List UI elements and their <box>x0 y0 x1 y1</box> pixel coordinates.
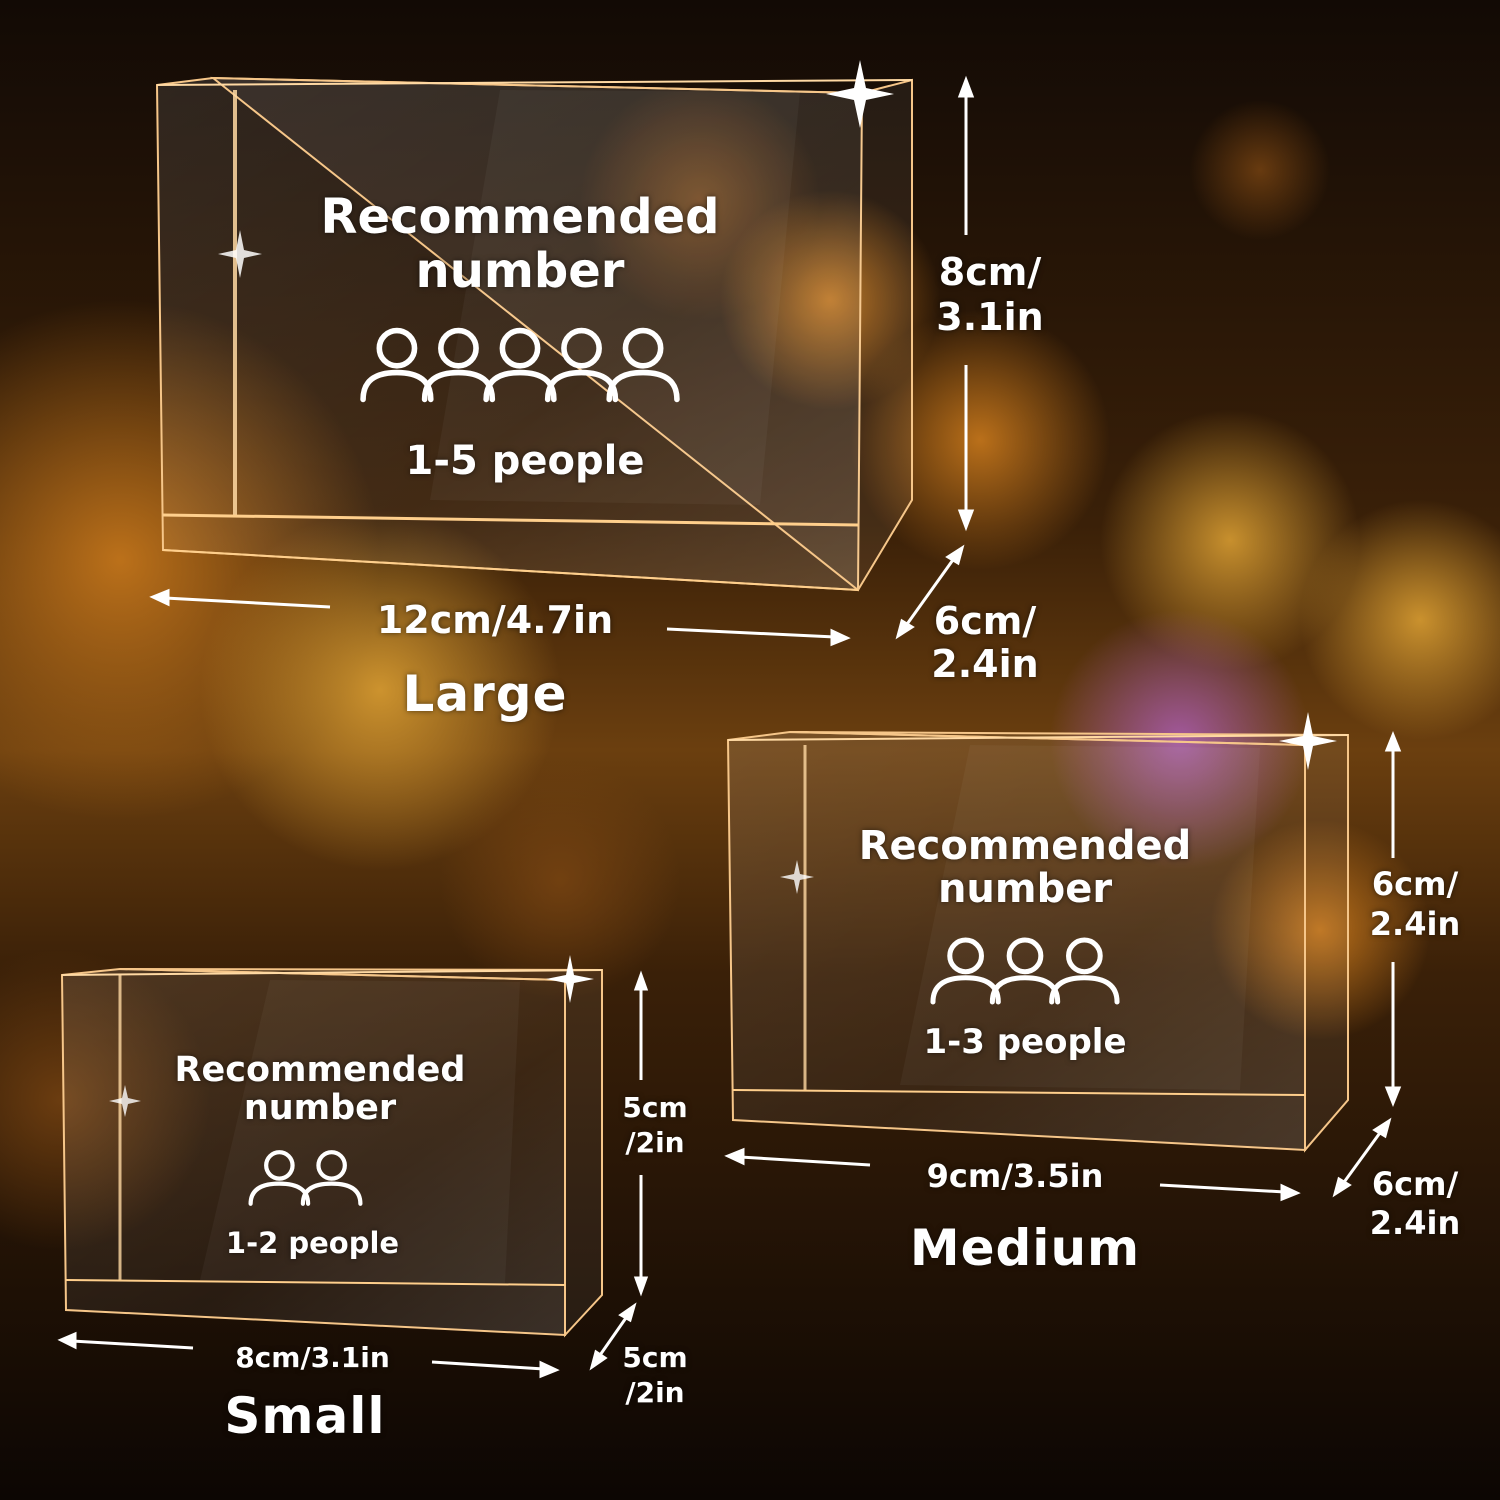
person-icon <box>300 1150 363 1206</box>
large-height-line1: 8cm/ <box>938 250 1042 294</box>
medium-heading-line2: number <box>937 866 1113 912</box>
medium-people-icon <box>930 937 1120 1005</box>
large-depth-line1: 6cm/ <box>933 599 1037 643</box>
medium-depth-line2: 2.4in <box>1369 1204 1461 1242</box>
medium-depth-line1: 6cm/ <box>1371 1165 1459 1203</box>
small-depth-line2: /2in <box>625 1376 685 1409</box>
large-width-label: 12cm/4.7in <box>376 598 614 642</box>
small-height-line2: /2in <box>625 1126 685 1159</box>
large-heading-line2: number <box>415 243 625 299</box>
medium-people-text: 1-3 people <box>923 1022 1127 1062</box>
person-icon <box>1049 937 1120 1005</box>
large-people-text: 1-5 people <box>405 438 645 484</box>
large-depth-line2: 2.4in <box>931 642 1039 686</box>
medium-width-label: 9cm/3.5in <box>926 1157 1104 1195</box>
small-people-icon <box>248 1150 363 1206</box>
medium-height-line1: 6cm/ <box>1371 865 1459 903</box>
sparkle-icon <box>546 955 594 1003</box>
medium-height-line2: 2.4in <box>1369 905 1461 943</box>
large-size-name: Large <box>402 665 568 723</box>
small-people-text: 1-2 people <box>225 1226 400 1260</box>
small-heading-line1: Recommended <box>174 1050 466 1090</box>
sparkle-icon <box>1279 712 1337 770</box>
small-size-name: Small <box>224 1387 386 1445</box>
small-height-line1: 5cm <box>622 1091 688 1124</box>
sparkle-icon <box>109 1085 141 1117</box>
medium-heading-line1: Recommended <box>858 823 1192 869</box>
small-width-label: 8cm/3.1in <box>235 1341 390 1374</box>
large-people-icon <box>360 327 680 403</box>
sparkle-icon <box>780 860 814 894</box>
person-icon <box>606 327 680 403</box>
medium-size-name: Medium <box>909 1219 1141 1277</box>
sparkle-icon <box>826 60 894 128</box>
small-heading-line2: number <box>243 1088 397 1128</box>
sparkle-icon <box>218 230 262 278</box>
small-depth-line1: 5cm <box>622 1341 688 1374</box>
large-height-line2: 3.1in <box>936 295 1044 339</box>
large-heading-line1: Recommended <box>320 189 720 245</box>
